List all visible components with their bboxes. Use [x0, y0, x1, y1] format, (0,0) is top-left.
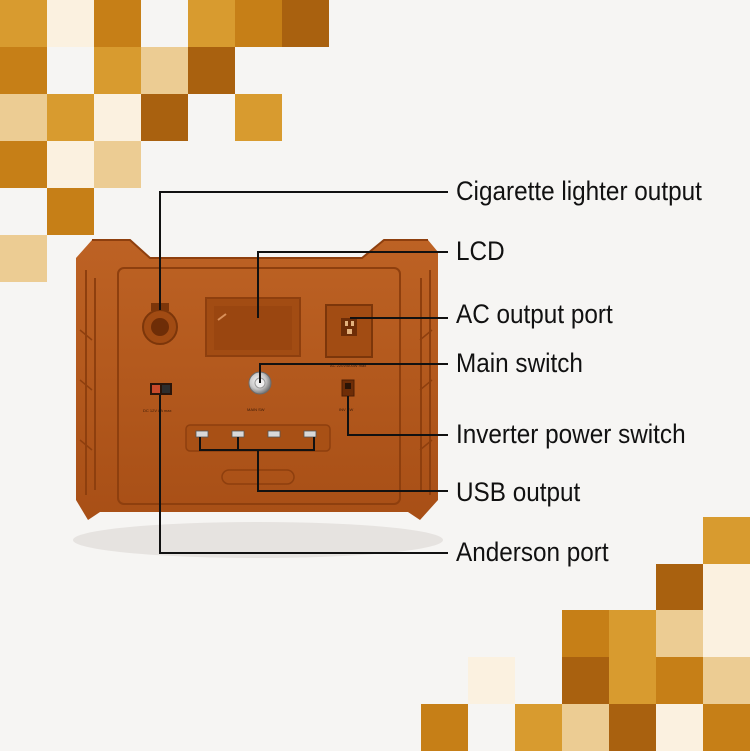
- label-main-switch: Main switch: [456, 348, 583, 378]
- mosaic-tile: [0, 235, 47, 282]
- label-usb-output: USB output: [456, 477, 581, 507]
- mosaic-tile: [141, 94, 188, 141]
- mosaic-tile: [0, 47, 47, 94]
- leader-inverter: [347, 396, 448, 436]
- mosaic-tile: [235, 0, 282, 47]
- mosaic-tile: [703, 704, 750, 751]
- mosaic-tile: [0, 0, 47, 47]
- leader-cigarette: [159, 191, 448, 310]
- mosaic-tile: [703, 610, 750, 657]
- mosaic-tile: [282, 0, 329, 47]
- mosaic-tile: [94, 94, 141, 141]
- mosaic-tile: [562, 657, 609, 704]
- mosaic-tile: [656, 610, 703, 657]
- inverter-sw-text: INV SW: [339, 407, 353, 412]
- leader-lcd: [257, 251, 448, 318]
- mosaic-tile: [703, 657, 750, 704]
- mosaic-tile: [188, 0, 235, 47]
- mosaic-tile: [94, 141, 141, 188]
- device-shadow: [73, 522, 443, 558]
- label-ac-output-port: AC output port: [456, 299, 613, 329]
- mosaic-tile: [235, 94, 282, 141]
- mosaic-tile: [0, 141, 47, 188]
- leader-usb-bracket: [199, 437, 315, 451]
- label-lcd: LCD: [456, 236, 505, 266]
- usb-port: [267, 430, 281, 438]
- ac-rating-text: AC 220V/600W max: [330, 363, 366, 368]
- mosaic-tile: [703, 517, 750, 564]
- mosaic-tile: [47, 94, 94, 141]
- mosaic-tile: [703, 564, 750, 611]
- mosaic-tile: [94, 0, 141, 47]
- mosaic-tile: [47, 188, 94, 235]
- usb-port: [195, 430, 209, 438]
- mosaic-tile: [94, 47, 141, 94]
- leader-usb: [257, 450, 448, 492]
- mosaic-tile: [609, 657, 656, 704]
- usb-port: [303, 430, 317, 438]
- label-inverter-power-switch: Inverter power switch: [456, 419, 686, 449]
- mosaic-tile: [656, 704, 703, 751]
- mosaic-tile: [515, 704, 562, 751]
- mosaic-tile: [609, 704, 656, 751]
- label-cigarette-lighter-output: Cigarette lighter output: [456, 176, 702, 206]
- label-anderson-port: Anderson port: [456, 537, 609, 567]
- mosaic-tile: [656, 564, 703, 611]
- leader-main: [259, 363, 448, 383]
- usb-port-panel: [185, 424, 331, 452]
- dc-rating-text: DC 12V 8A max: [143, 408, 171, 413]
- mosaic-tile: [141, 47, 188, 94]
- main-sw-text: MAIN SW: [247, 407, 265, 412]
- mosaic-tile: [656, 657, 703, 704]
- mosaic-tile: [421, 704, 468, 751]
- mosaic-tile: [188, 47, 235, 94]
- lcd-screen: [205, 297, 301, 357]
- anderson-port: DC 12V 8A max: [143, 383, 172, 413]
- mosaic-tile: [562, 610, 609, 657]
- mosaic-tile: [468, 657, 515, 704]
- mosaic-tile: [562, 704, 609, 751]
- mosaic-tile: [47, 141, 94, 188]
- mosaic-tile: [609, 610, 656, 657]
- inverter-switch: INV SW: [339, 379, 355, 412]
- ac-outlet: AC 220V/600W max: [325, 304, 373, 368]
- mosaic-tile: [47, 0, 94, 47]
- leader-anderson: [159, 395, 448, 554]
- mosaic-tile: [0, 94, 47, 141]
